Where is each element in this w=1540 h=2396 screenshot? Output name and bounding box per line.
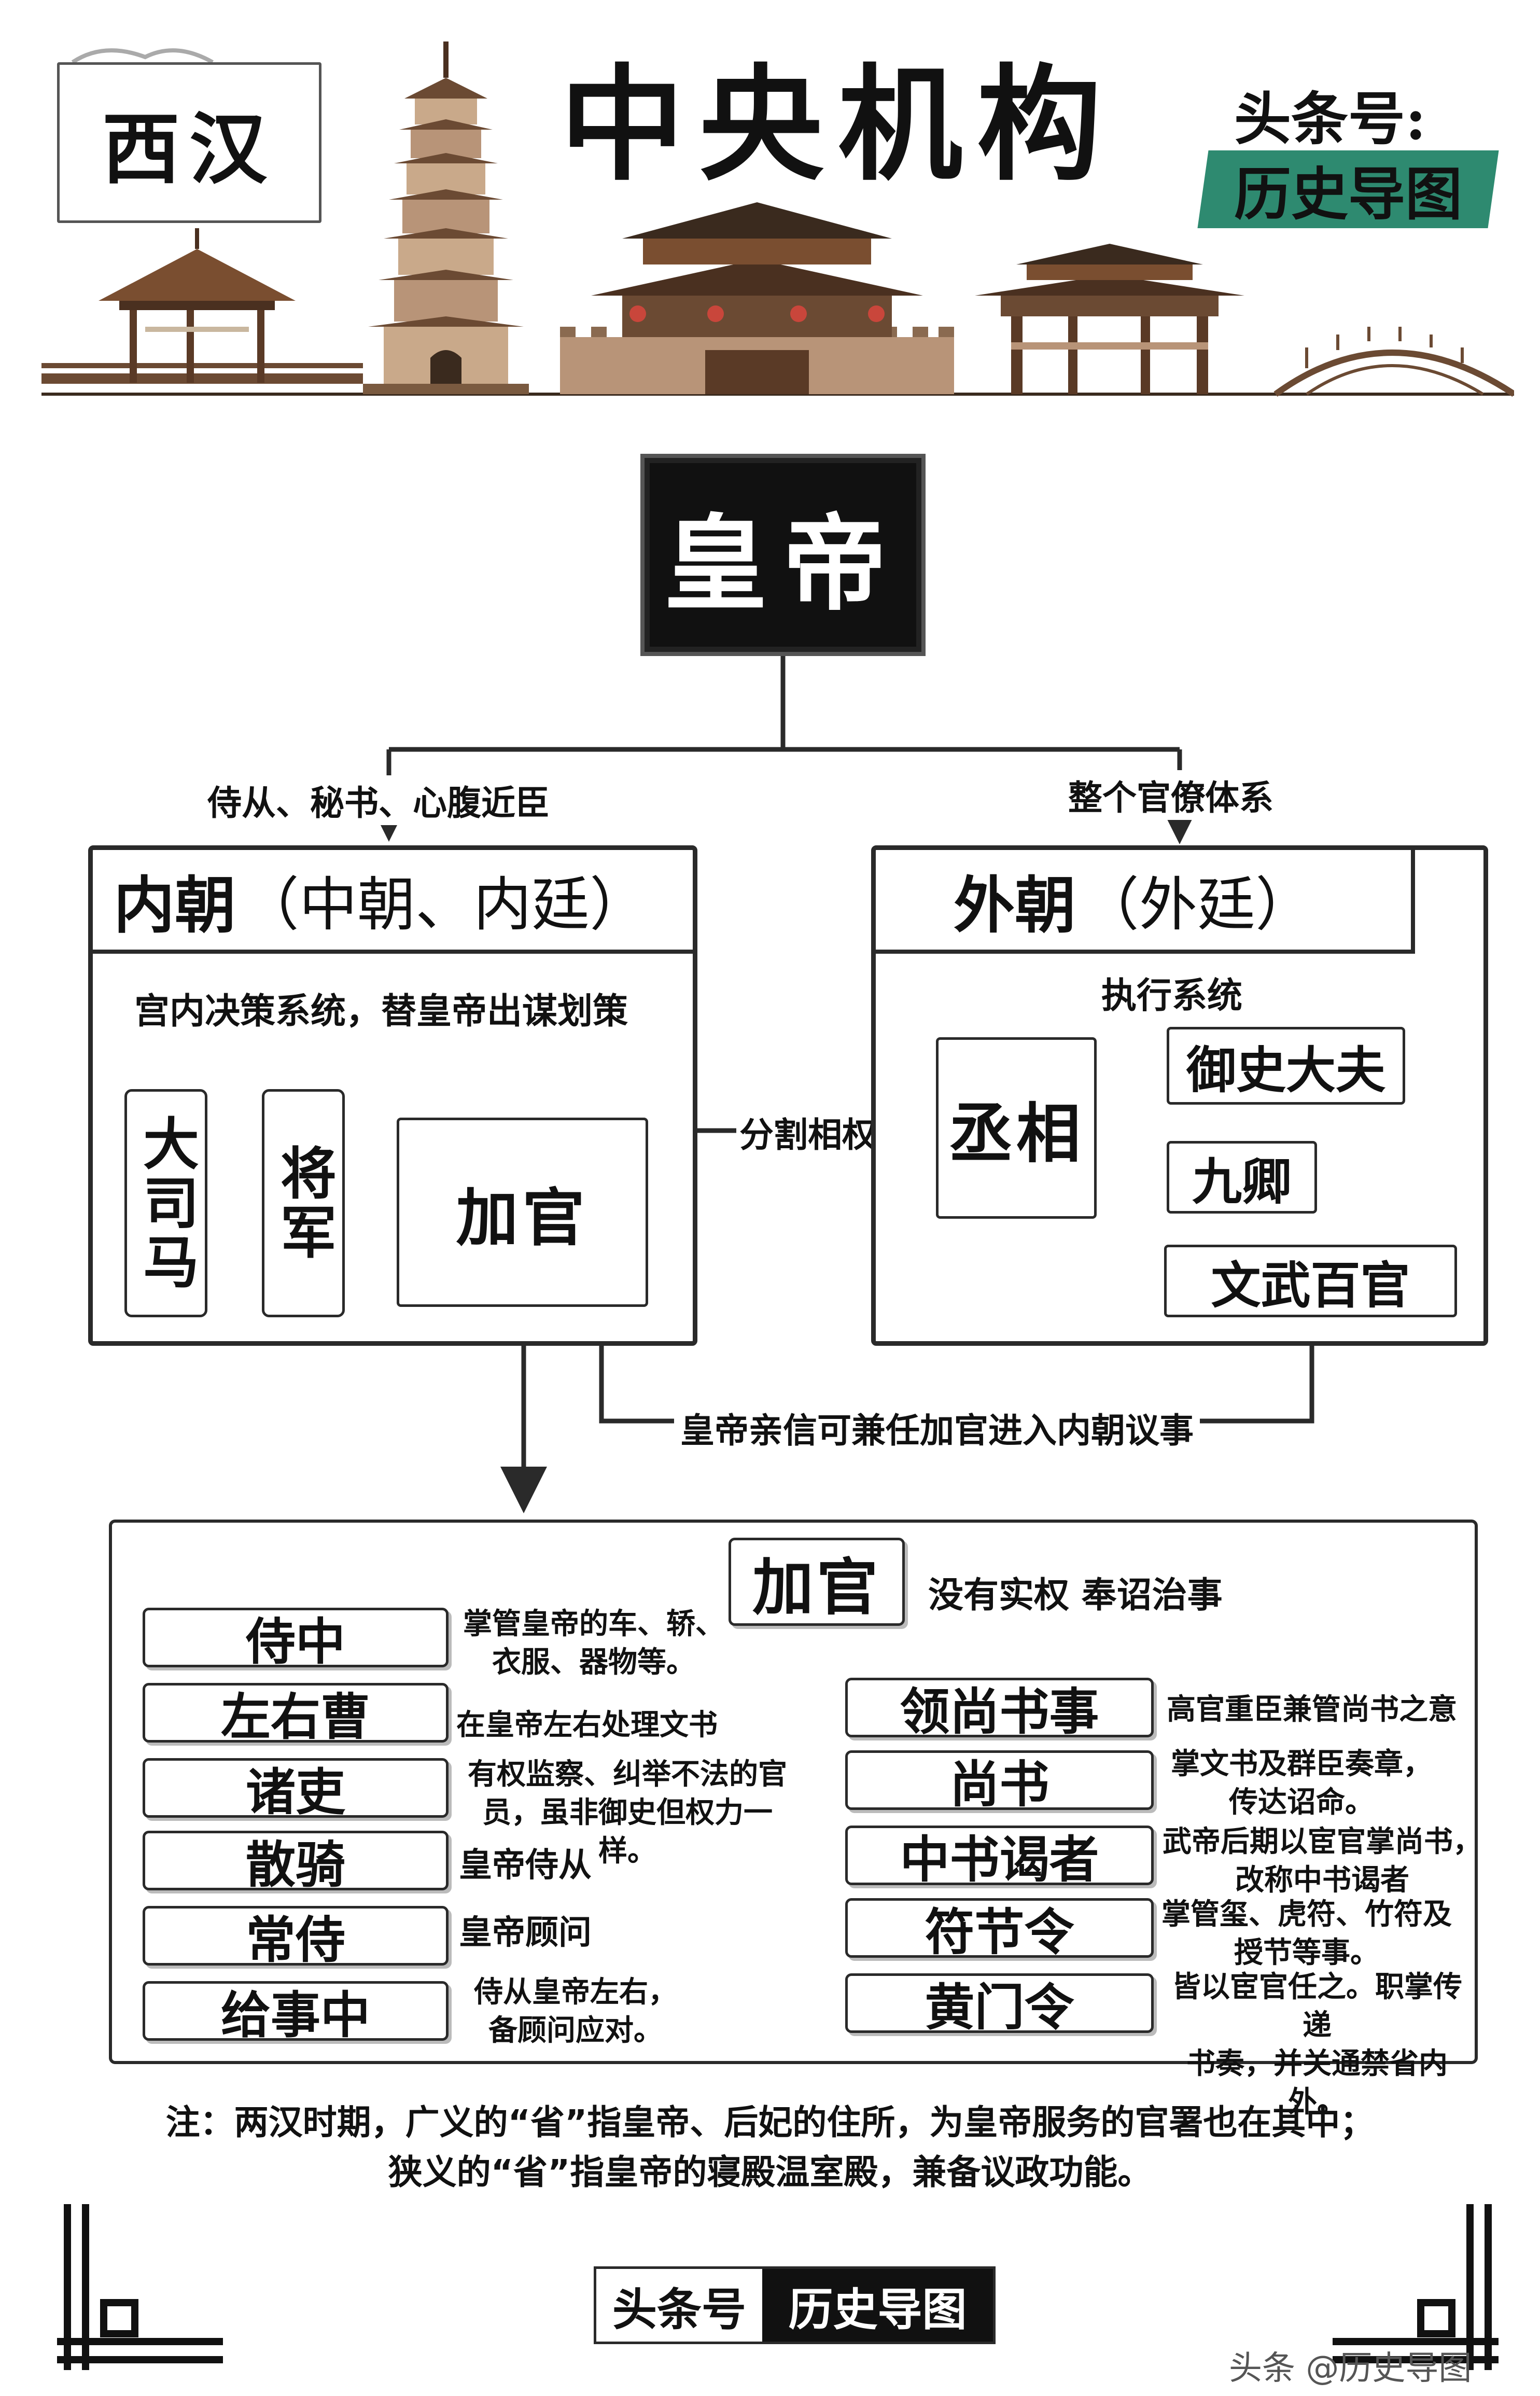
jiaguan-item-name: 黄门令 <box>845 1973 1154 2037</box>
outer-member-label: 御史大夫 <box>1186 1041 1385 1099</box>
jiaguan-item-desc: 有权监察、纠举不法的官 员，虽非御史但权力一样。 <box>456 1756 799 1871</box>
source-name: 历史导图 <box>1234 161 1462 228</box>
page-title: 中央机构 <box>560 51 1116 198</box>
outer-member-wenwubaiguan: 文武百官 <box>1164 1245 1457 1317</box>
jiaguan-item-name: 散骑 <box>143 1831 449 1894</box>
chancellor-box: 丞相 <box>936 1037 1097 1219</box>
jiaguan-item-desc: 高官重臣兼管尚书之意 <box>1167 1691 1478 1729</box>
desc-line: 传达诏命。 <box>1229 1786 1374 1819</box>
desc-line: 武帝后期以宦官掌尚书， <box>1163 1825 1482 1859</box>
inner-court-title: 内朝 <box>114 869 236 941</box>
source-badge: 历史导图 <box>1197 150 1499 228</box>
outer-member-jiuqing: 九卿 <box>1167 1141 1317 1214</box>
desc-line: 高官重臣兼管尚书之意 <box>1167 1693 1457 1726</box>
jiaguan-item-desc: 掌管皇帝的车、轿、 衣服、器物等。 <box>459 1605 729 1682</box>
jiaguan-item-desc: 侍从皇帝左右， 备顾问应对。 <box>456 1973 695 2050</box>
desc-line: 衣服、器物等。 <box>492 1646 695 1679</box>
jiaguan-item-name: 诸吏 <box>143 1758 449 1821</box>
inner-edge-label: 侍从、秘书、心腹近臣 <box>202 775 555 825</box>
jiaguan-item-name: 中书谒者 <box>845 1826 1154 1889</box>
jiaguan-item-desc: 皇帝侍从 <box>459 1846 749 1885</box>
footnote-line-2: 狭义的“省”指皇帝的寝殿温室殿，兼备议政功能。 <box>388 2152 1152 2192</box>
emperor-node: 皇帝 <box>640 454 926 656</box>
desc-line: 书奏，并关通禁省内外。 <box>1186 2047 1448 2119</box>
header-banner: 西汉 中央机构 头条号: 历史导图 <box>41 31 1514 405</box>
emperor-label: 皇帝 <box>663 503 902 625</box>
jiaguan-item-name: 符节令 <box>845 1898 1154 1961</box>
desc-line: 皇帝顾问 <box>459 1914 592 1952</box>
footnote: 注：两汉时期，广义的“省”指皇帝、后妃的住所，为皇帝服务的官署也在其中； 狭义的… <box>52 2098 1488 2197</box>
outer-member-label: 九卿 <box>1192 1152 1292 1211</box>
outer-court-alias: （外廷） <box>1081 871 1314 939</box>
dynasty-stamp: 西汉 <box>57 62 321 223</box>
inner-member-dasima: 大司马 <box>124 1089 207 1317</box>
desc-line: 皇帝侍从 <box>459 1846 592 1885</box>
corner-ornament-left <box>57 2204 223 2370</box>
desc-line: 员，虽非御史但权力一样。 <box>482 1796 773 1868</box>
jiaguan-item-name: 尚书 <box>845 1750 1154 1814</box>
watermark: 头条 @历史导图 <box>1229 2349 1472 2388</box>
jiaguan-item-desc: 掌文书及群臣奏章， 传达诏命。 <box>1161 1745 1441 1822</box>
jiaguan-item-desc: 皇帝顾问 <box>459 1914 749 1952</box>
split-edge-label: 分割相权 <box>736 1107 879 1157</box>
footer-name: 历史导图 <box>762 2269 993 2342</box>
jiaguan-title-box: 加官 <box>729 1538 905 1626</box>
inner-member-label: 将军 <box>271 1144 336 1262</box>
inner-member-label: 大司马 <box>134 1115 199 1292</box>
jiaguan-note: 没有实权 奉诏治事 <box>928 1575 1223 1616</box>
desc-line: 在皇帝左右处理文书 <box>456 1708 718 1742</box>
return-edge-label: 皇帝亲信可兼任加官进入内朝议事 <box>674 1403 1200 1453</box>
jiaguan-item-desc: 在皇帝左右处理文书 <box>456 1706 747 1745</box>
architecture-illustration <box>41 41 1514 397</box>
source-label: 头条号: <box>1234 86 1426 152</box>
jiaguan-item-desc: 皆以宦官任之。职掌传递 书奏，并关通禁省内外。 <box>1159 1968 1475 2122</box>
outer-member-yushidafu: 御史大夫 <box>1167 1027 1405 1105</box>
desc-line: 授节等事。 <box>1234 1936 1379 1970</box>
outer-edge-label: 整个官僚体系 <box>1063 770 1279 820</box>
desc-line: 侍从皇帝左右， <box>474 1975 677 2009</box>
outer-court-title: 外朝 <box>954 869 1076 941</box>
jiaguan-item-name: 侍中 <box>143 1608 449 1671</box>
corner-ornament-right <box>1333 2204 1499 2370</box>
desc-line: 掌文书及群臣奏章， <box>1171 1747 1432 1781</box>
footer-label: 头条号 <box>596 2269 762 2342</box>
jiaguan-item-name: 常侍 <box>143 1906 449 1969</box>
jiaguan-item-desc: 掌管玺、虎符、竹符及 授节等事。 <box>1161 1896 1452 1972</box>
desc-line: 改称中书谒者 <box>1235 1863 1409 1897</box>
desc-line: 掌管皇帝的车、轿、 <box>463 1607 724 1641</box>
inner-court-alias: （中朝、内廷） <box>241 871 648 939</box>
jiaguan-item-name: 领尚书事 <box>845 1678 1154 1741</box>
jiaguan-title: 加官 <box>752 1551 881 1623</box>
inner-court-subtitle: 宫内决策系统，替皇帝出谋划策 <box>134 991 628 1032</box>
jiaguan-item-name: 左右曹 <box>143 1683 449 1746</box>
desc-line: 掌管玺、虎符、竹符及 <box>1161 1898 1452 1931</box>
jiaguan-item-desc: 武帝后期以宦官掌尚书， 改称中书谒者 <box>1161 1823 1483 1900</box>
inner-court-header: 内朝 （中朝、内廷） <box>93 850 693 954</box>
inner-jiaguan-box: 加官 <box>397 1118 648 1307</box>
dynasty-label: 西汉 <box>102 103 276 195</box>
outer-member-label: 文武百官 <box>1211 1256 1410 1315</box>
outer-court-header: 外朝 （外廷） <box>876 850 1415 954</box>
chancellor-label: 丞相 <box>948 1097 1084 1172</box>
desc-line: 有权监察、纠举不法的官 <box>468 1758 787 1791</box>
desc-line: 皆以宦官任之。职掌传递 <box>1172 1970 1462 2042</box>
desc-line: 备顾问应对。 <box>488 2014 663 2047</box>
footnote-line-1: 注：两汉时期，广义的“省”指皇帝、后妃的住所，为皇帝服务的官署也在其中； <box>165 2102 1375 2142</box>
outer-court-subtitle: 执行系统 <box>1101 976 1243 1016</box>
inner-jiaguan-label: 加官 <box>456 1182 589 1255</box>
inner-member-jiangjun: 将军 <box>262 1089 345 1317</box>
footer-badge: 头条号 历史导图 <box>594 2266 996 2344</box>
jiaguan-item-name: 给事中 <box>143 1981 449 2044</box>
